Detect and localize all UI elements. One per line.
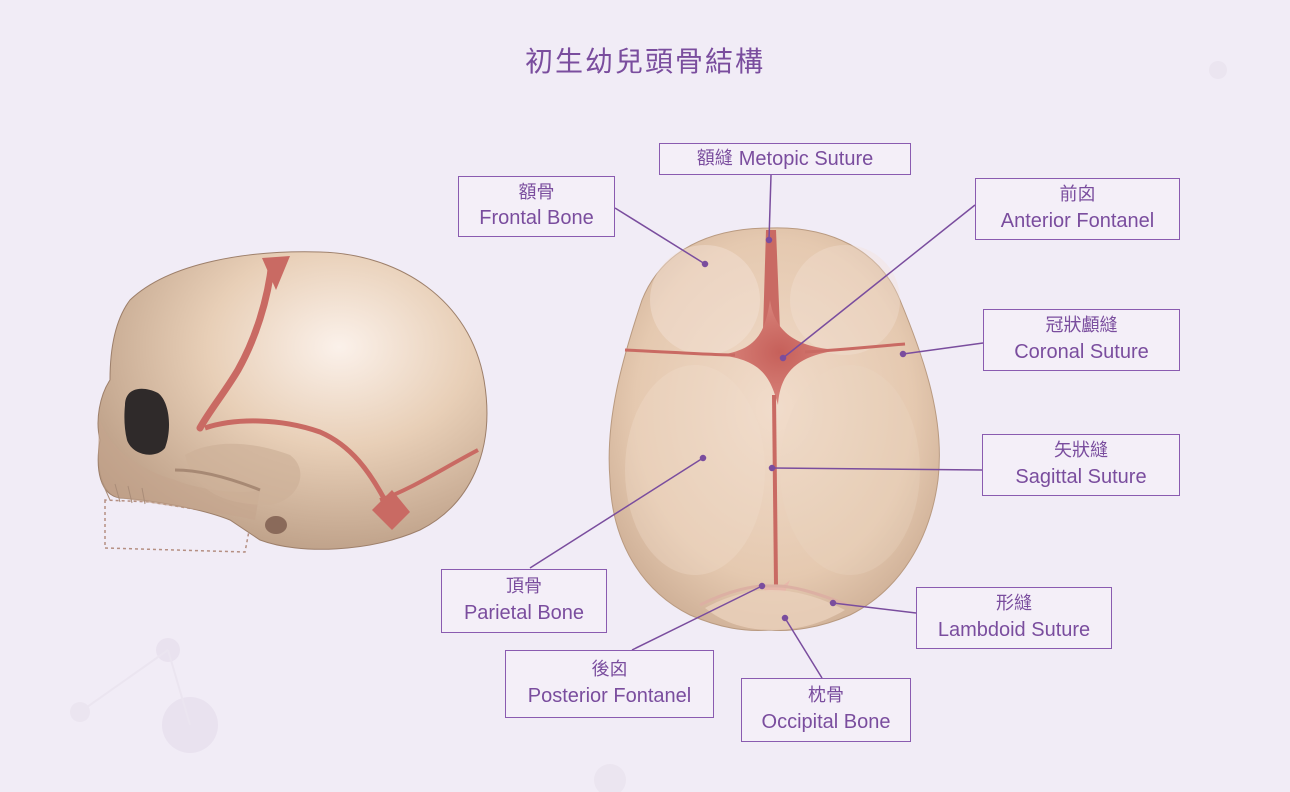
label-metopic-suture: 額縫 Metopic Suture — [659, 143, 911, 175]
label-parietal-bone: 頂骨 Parietal Bone — [441, 569, 607, 633]
leader-lines — [529, 174, 984, 679]
label-anterior-zh: 前囟 — [1059, 184, 1096, 206]
mandible-outline — [104, 499, 253, 553]
label-posterior-fontanel: 後囟 Posterior Fontanel — [505, 650, 714, 718]
label-frontal-zh: 額骨 — [518, 181, 555, 203]
label-sagittal-zh: 矢狀縫 — [1054, 440, 1108, 462]
top-view-skull — [608, 227, 940, 631]
label-coronal-en: Coronal Suture — [1014, 340, 1149, 363]
label-parietal-en: Parietal Bone — [463, 601, 585, 624]
label-sagittal-suture: 矢狀縫 Sagittal Suture — [982, 434, 1180, 496]
diagram-title: 初生幼兒頭骨結構 — [524, 45, 765, 78]
label-occipital-bone: 枕骨 Occipital Bone — [741, 678, 911, 742]
label-posterior-en: Posterior Fontanel — [527, 684, 692, 707]
label-lambdoid-en: Lambdoid Suture — [937, 618, 1091, 641]
label-anterior-fontanel: 前囟 Anterior Fontanel — [975, 178, 1180, 240]
label-coronal-zh: 冠狀顱縫 — [1045, 315, 1118, 337]
label-lambdoid-suture: 形縫 Lambdoid Suture — [916, 587, 1112, 649]
label-anterior-en: Anterior Fontanel — [1000, 209, 1155, 232]
label-posterior-zh: 後囟 — [591, 659, 628, 681]
label-frontal-en: Frontal Bone — [479, 207, 594, 230]
label-metopic-zh: 額縫 — [696, 147, 733, 169]
label-occipital-zh: 枕骨 — [808, 685, 844, 707]
label-metopic-en: Metopic Suture — [738, 147, 874, 170]
label-parietal-zh: 頂骨 — [506, 576, 542, 598]
label-lambdoid-zh: 形縫 — [996, 593, 1032, 615]
label-coronal-suture: 冠狀顱縫 Coronal Suture — [983, 309, 1180, 371]
label-sagittal-en: Sagittal Suture — [1015, 465, 1147, 488]
label-frontal-bone: 額骨 Frontal Bone — [458, 176, 615, 237]
side-view-skull — [97, 251, 488, 553]
label-occipital-en: Occipital Bone — [761, 710, 891, 733]
